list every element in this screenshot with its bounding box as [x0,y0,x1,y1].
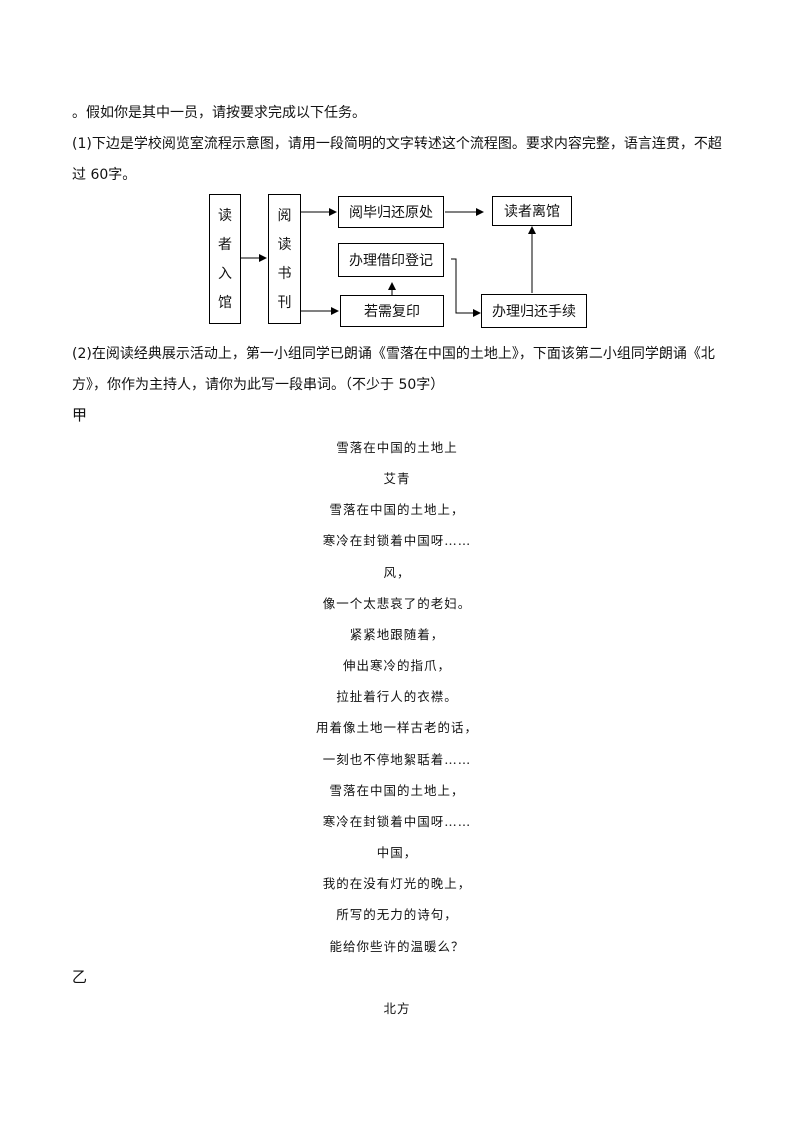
poem-a-title: 雪落在中国的土地上 [336,440,458,455]
box-reader-enter: 读 者 入 馆 [209,194,241,324]
poem-line: 我的在没有灯光的晚上， [322,876,472,891]
box-register: 办理借印登记 [338,243,444,277]
box-return-procedure: 办理归还手续 [481,294,587,328]
task1-line1: (1)下边是学校阅览室流程示意图，请用一段简明的文字转述这个流程图。要求内容完整… [72,136,722,152]
flowchart-arrows [241,208,536,317]
poem-line: 风， [383,565,411,580]
box-reader-leave: 读者离馆 [492,196,572,226]
box-read-books: 阅 读 书 刊 [268,194,301,324]
poem-line: 伸出寒冷的指爪， [342,658,451,673]
box-return-after-reading: 阅毕归还原处 [338,196,444,228]
poem-line: 所写的无力的诗句， [336,907,458,922]
intro-text: 。假如你是其中一员，请按要求完成以下任务。 [72,105,366,121]
task2-line1: (2)在阅读经典展示活动上，第一小组同学已朗诵《雪落在中国的土地上》，下面该第二… [72,346,715,362]
poem-line: 用着像土地一样古老的话， [315,720,478,735]
poem-line: 能给你些许的温暖么？ [329,939,465,954]
poem-line: 像一个太悲哀了的老妇。 [322,596,472,611]
poem-line: 雪落在中国的土地上， [329,783,465,798]
task2-line2: 方》，你作为主持人，请你为此写一段串词。（不少于 50字） [72,377,445,393]
poem-line: 寒冷在封锁着中国呀…… [322,814,472,829]
poem-a-author: 艾青 [383,471,411,486]
section-label-a: 甲 [72,406,88,424]
arrow-register-returnproc [451,258,481,317]
poem-line: 寒冷在封锁着中国呀…… [322,533,472,548]
poem-line: 雪落在中国的土地上， [329,502,465,517]
task1-line2: 过 60字。 [72,167,137,183]
poem-line: 一刻也不停地絮聒着…… [322,752,472,767]
poem-b-title: 北方 [383,1001,411,1016]
poem-line: 紧紧地跟随着， [349,627,445,642]
box-copy: 若需复印 [340,295,444,327]
poem-line: 拉扯着行人的衣襟。 [336,689,458,704]
section-label-b: 乙 [72,968,88,986]
poem-line: 中国， [376,845,418,860]
